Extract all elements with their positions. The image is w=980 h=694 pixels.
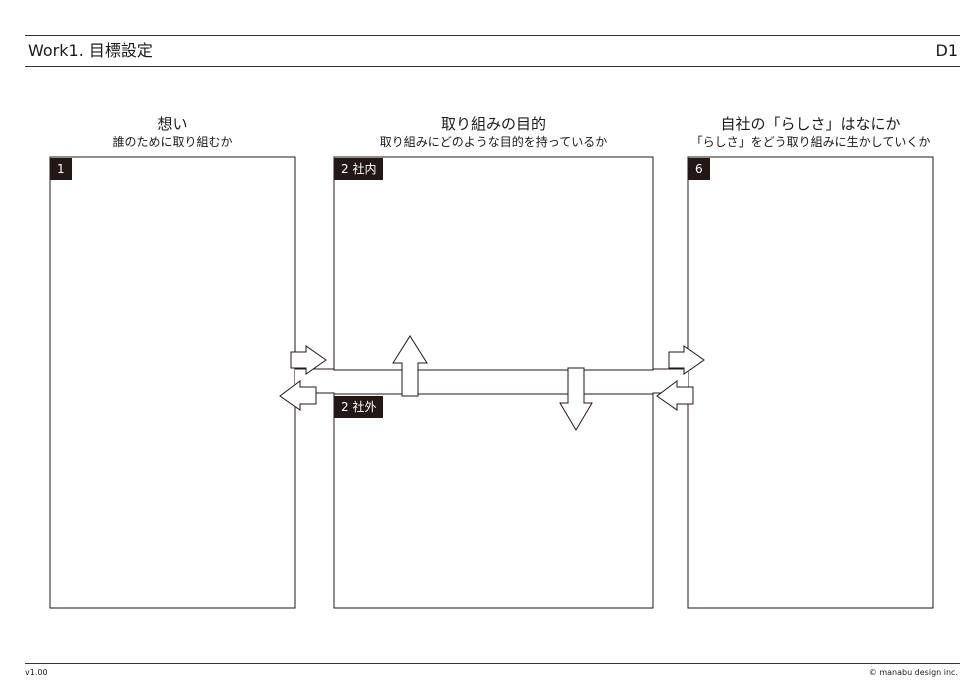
column-1-subtitle: 誰のために取り組むか: [112, 135, 233, 149]
column-3-title: 自社の「らしさ」はなにか: [720, 115, 901, 133]
box-6-rashisa[interactable]: [687, 156, 934, 609]
box-2-shagai-badge: 2 社外: [334, 396, 384, 418]
column-1-title: 想い: [157, 115, 188, 133]
column-2-title: 取り組みの目的: [440, 115, 546, 133]
header-bottom-rule: [25, 66, 960, 67]
box-2-shanai-badge: 2 社内: [334, 158, 384, 180]
arrow-down-icon: [559, 367, 593, 431]
column-2-subtitle: 取り組みにどのような目的を持っているか: [379, 135, 608, 149]
box-1-badge: 1: [50, 158, 72, 180]
connector-line-top: [295, 368, 688, 371]
version-label: v1.00: [25, 668, 48, 677]
box-2-shanai[interactable]: [333, 156, 654, 371]
box-2-shagai[interactable]: [333, 393, 654, 609]
footer-rule: [25, 663, 960, 664]
arrow-right-icon: [668, 345, 705, 375]
arrow-up-icon: [392, 335, 428, 397]
copyright-label: © manabu design inc.: [868, 668, 958, 677]
sheet-code: D1: [935, 41, 959, 60]
arrow-left-icon: [279, 380, 317, 411]
page-title: Work1. 目標設定: [28, 41, 153, 60]
arrow-left-icon: [656, 380, 694, 411]
box-6-badge: 6: [688, 158, 710, 180]
column-3-subtitle: 「らしさ」をどう取り組みに生かしていくか: [690, 135, 931, 149]
header-top-rule: [25, 35, 960, 36]
connector-line-bottom: [295, 392, 688, 395]
box-1-omoi[interactable]: [49, 156, 296, 609]
arrow-right-icon: [290, 345, 327, 375]
connector-band: [295, 369, 688, 394]
